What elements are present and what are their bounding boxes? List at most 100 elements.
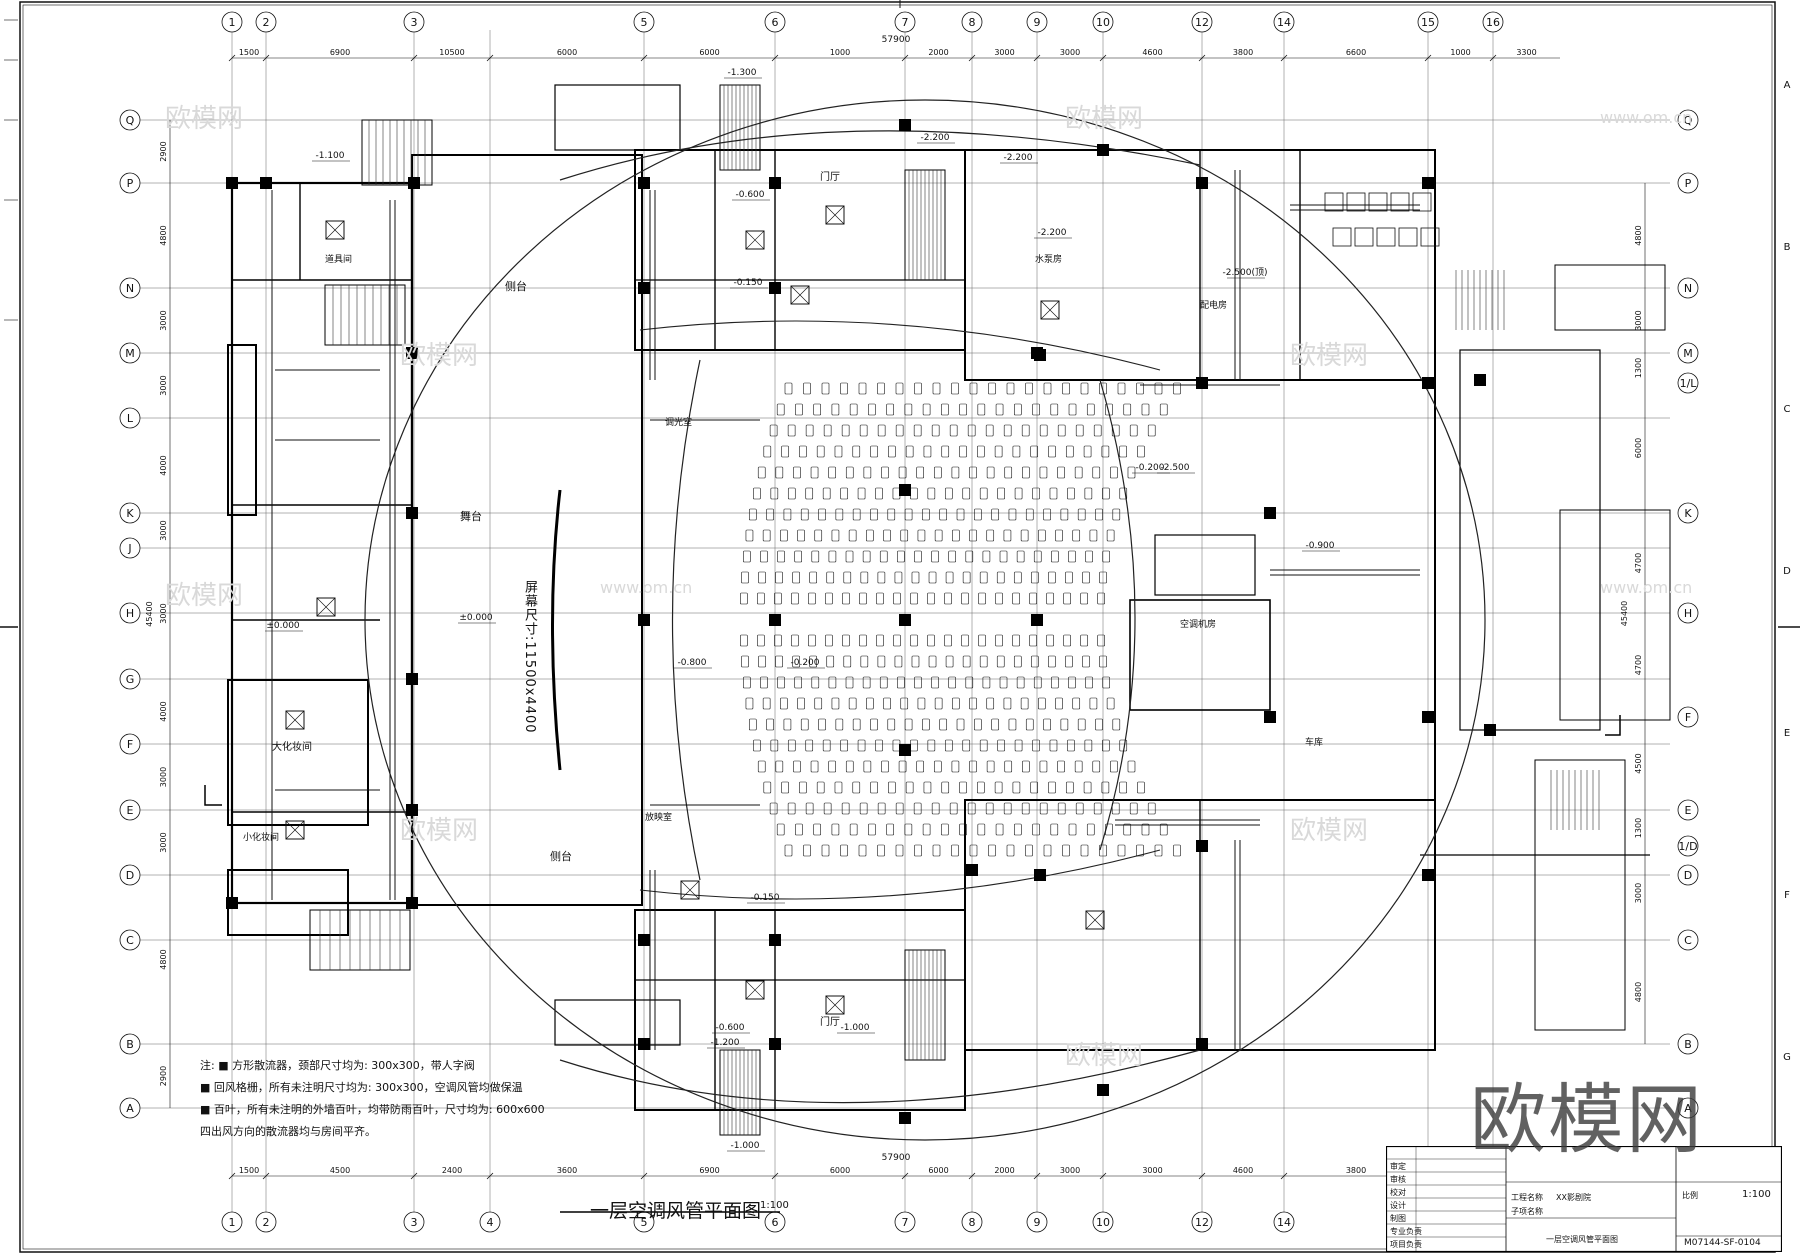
seat [840, 382, 848, 395]
axis-top-7-circle [894, 11, 916, 33]
seat [1014, 739, 1023, 752]
elevation-value: -2.200 [1037, 228, 1066, 238]
axis-left-B-label: B [126, 1038, 134, 1051]
column [1484, 724, 1496, 736]
makeup-room-block [227, 679, 369, 826]
room-label-garage: 车库 [1305, 736, 1323, 748]
seat [781, 445, 789, 458]
sheet-inner-border [22, 4, 1773, 1250]
seat [944, 592, 952, 605]
seat [805, 487, 814, 500]
seat [1046, 592, 1054, 605]
seat [1014, 403, 1022, 416]
seat [775, 760, 784, 773]
seat [862, 676, 871, 689]
axis-bottom-14-label: 14 [1277, 1216, 1291, 1229]
seat [1043, 844, 1052, 857]
seat [951, 844, 959, 857]
seat [870, 718, 878, 731]
tb-row-label: 项目负责 [1390, 1240, 1422, 1249]
seat [1031, 571, 1039, 584]
axis-bottom-2-circle [255, 1211, 277, 1233]
seat [848, 529, 857, 542]
dim-left-value: 4000 [159, 701, 168, 721]
seat [1072, 529, 1081, 542]
axis-bottom-4-label: 4 [487, 1216, 494, 1229]
seat [995, 823, 1004, 836]
column [406, 507, 418, 519]
room-label-projection-room: 放映室 [645, 811, 672, 823]
seat [898, 466, 907, 479]
column [899, 484, 911, 496]
seat [1030, 445, 1039, 458]
dim-bottom-tick [1099, 1172, 1107, 1180]
seat [977, 445, 985, 458]
seat [895, 802, 904, 815]
seat [870, 508, 878, 521]
room-label-makeup-1: 大化妆间 [272, 740, 312, 753]
seat [1173, 844, 1181, 857]
column [226, 897, 238, 909]
seat [986, 529, 995, 542]
seat [892, 487, 901, 500]
dim-left-total: 45400 [145, 601, 154, 626]
seat [969, 529, 977, 542]
seat [886, 823, 894, 836]
watermark-8: 欧模网 [1065, 1041, 1144, 1071]
axis-bottom-2-label: 2 [263, 1216, 270, 1229]
diffuser [1040, 300, 1060, 320]
title-block: 审定 审核 校对 设计 制图 专业负责 项目负责 工程名称 XX影剧院 子项名称… [1386, 1146, 1782, 1252]
fan-unit [1376, 227, 1396, 247]
seat [897, 676, 905, 689]
dim-top-tick [1198, 54, 1206, 62]
seat [1086, 823, 1095, 836]
seat [770, 739, 779, 752]
seat [1013, 655, 1022, 668]
seat [1101, 445, 1110, 458]
seat [986, 697, 995, 710]
axis-top-1-label: 1 [229, 16, 236, 29]
seat [1022, 760, 1030, 773]
room-label-foyer-1: 门厅 [820, 170, 840, 183]
seat [835, 508, 844, 521]
seat [967, 424, 976, 437]
elevation-value: -0.150 [733, 278, 762, 288]
seat [1016, 550, 1025, 563]
seat [894, 571, 903, 584]
seat [949, 802, 958, 815]
title-block-grid [1386, 1146, 1782, 1252]
seat [852, 508, 861, 521]
seat [803, 844, 811, 857]
watermark-url-2: www.om.cn [1600, 578, 1693, 597]
axis-left-G-label: G [126, 673, 135, 686]
seat [999, 550, 1008, 563]
seat [904, 403, 913, 416]
axis-top-5-label: 5 [641, 16, 648, 29]
seat [1048, 781, 1056, 794]
seat [900, 529, 909, 542]
seat [843, 571, 852, 584]
seat [805, 802, 814, 815]
seat [828, 676, 837, 689]
seat [877, 802, 886, 815]
vertical-grid-lines [231, 30, 1494, 1225]
seat [813, 823, 821, 836]
seat [916, 760, 924, 773]
seat [1020, 697, 1029, 710]
axis-top-2-label: 2 [263, 16, 270, 29]
seat [928, 655, 937, 668]
seat [952, 697, 960, 710]
seat [793, 466, 801, 479]
dim-top-total: 57900 [882, 35, 911, 45]
seat [834, 781, 843, 794]
seat [914, 550, 922, 563]
dim-bottom-tick [262, 1172, 270, 1180]
watermark-5: 欧模网 [165, 581, 244, 611]
seat [805, 739, 814, 752]
seat [1043, 718, 1051, 731]
axis-right-M-label: M [1683, 347, 1693, 360]
seat [879, 676, 888, 689]
dim-bottom-tick [486, 1172, 494, 1180]
dim-bottom-tick [410, 1172, 418, 1180]
seat [1051, 676, 1059, 689]
